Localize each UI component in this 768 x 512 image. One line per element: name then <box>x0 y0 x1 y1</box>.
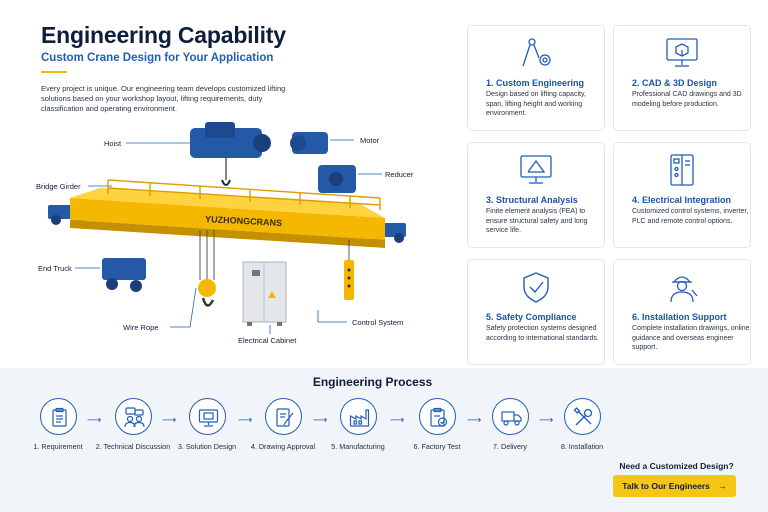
cta-question: Need a Customized Design? <box>619 461 734 471</box>
engineering-process-section: Engineering Process 1. Requirement ⟶ 2. … <box>0 368 768 512</box>
step-delivery-icon-circle <box>492 398 529 435</box>
callout-reducer: Reducer <box>385 170 414 179</box>
cta-button-label: Talk to Our Engineers <box>622 481 710 491</box>
drawing-icon <box>276 408 294 427</box>
card-desc: Design based on lifting capacity, span, … <box>486 91 586 117</box>
step-manufacturing-icon-circle <box>340 398 377 435</box>
callout-electrical-cabinet: Electrical Cabinet <box>238 336 297 345</box>
shield-check-icon <box>523 272 549 303</box>
step-label: 1. Requirement <box>33 442 83 451</box>
intro-text: Every project is unique. Our engineering… <box>41 84 286 113</box>
step-solution-design-icon-circle <box>189 398 226 435</box>
arrow-icon: ⟶ <box>467 415 482 426</box>
page-title: Engineering Capability <box>41 22 286 48</box>
card-desc: Complete installation drawings, online g… <box>632 325 750 351</box>
card-installation-support: 6. Installation Support Complete install… <box>613 259 751 365</box>
analysis-monitor-icon <box>520 155 552 184</box>
talk-to-engineers-button[interactable]: Talk to Our Engineers → <box>613 475 736 497</box>
step-label: 7. Delivery <box>493 442 527 451</box>
page-subtitle: Custom Crane Design for Your Application <box>41 52 274 64</box>
callout-end-truck: End Truck <box>38 264 72 273</box>
arrow-icon: ⟶ <box>539 415 554 426</box>
end-truck-loose <box>102 258 146 292</box>
callout-wire-rope: Wire Rope <box>123 323 159 332</box>
arrow-right-icon: → <box>718 481 727 491</box>
card-structural-analysis: 3. Structural Analysis Finite element an… <box>467 142 605 248</box>
card-title: 4. Electrical Integration <box>632 195 732 205</box>
electrical-cabinet-shape <box>242 261 287 326</box>
clipboard-icon <box>52 407 67 427</box>
process-title: Engineering Process <box>312 375 433 389</box>
checklist-icon <box>430 407 448 427</box>
accent-bar <box>41 71 67 73</box>
discussion-icon <box>124 407 145 428</box>
tools-icon <box>573 407 593 426</box>
brand-text: YUZHONGCRANS <box>205 214 282 228</box>
compass-gear-icon <box>522 38 551 67</box>
step-label: 3. Solution Design <box>177 442 237 451</box>
reducer-unit <box>318 165 356 193</box>
arrow-icon: ⟶ <box>390 415 405 426</box>
card-desc: Finite element analysis (FEA) to ensure … <box>486 208 588 234</box>
arrow-icon: ⟶ <box>313 415 328 426</box>
card-safety-compliance: 5. Safety Compliance Safety protection s… <box>467 259 605 365</box>
card-title: 5. Safety Compliance <box>486 312 577 322</box>
card-title: 2. CAD & 3D Design <box>632 78 718 88</box>
step-installation-icon-circle <box>564 398 601 435</box>
motor-unit <box>290 132 328 154</box>
arrow-icon: ⟶ <box>162 415 177 426</box>
arrow-icon: ⟶ <box>238 415 253 426</box>
step-label: 5. Manufacturing <box>331 442 385 451</box>
control-panel-icon <box>670 154 694 186</box>
card-title: 3. Structural Analysis <box>486 195 578 205</box>
card-cad-3d: 2. CAD & 3D Design Professional CAD draw… <box>613 25 751 131</box>
crane-illustration: YUZHONGCRANS <box>48 122 406 334</box>
callout-control-system: Control System <box>352 318 404 327</box>
callout-motor: Motor <box>360 136 380 145</box>
callout-bridge-girder: Bridge Girder <box>36 182 81 191</box>
card-custom-engineering: 1. Custom Engineering Design based on li… <box>467 25 605 131</box>
hoist-unit <box>190 122 271 186</box>
factory-icon <box>349 409 370 427</box>
pendant-shape <box>344 260 354 300</box>
step-requirement-icon-circle <box>40 398 77 435</box>
card-desc: Professional CAD drawings and 3D modelin… <box>632 91 742 108</box>
monitor-icon <box>198 409 219 427</box>
truck-icon <box>501 411 522 426</box>
card-title: 6. Installation Support <box>632 312 727 322</box>
callout-hoist: Hoist <box>104 139 122 148</box>
engineer-icon <box>670 276 698 303</box>
step-label: 4. Drawing Approval <box>250 442 316 451</box>
step-drawing-approval-icon-circle <box>265 398 302 435</box>
card-desc: Safety protection systems designed accor… <box>486 325 599 342</box>
card-electrical-integration: 4. Electrical Integration Customized con… <box>613 142 751 248</box>
card-title: 1. Custom Engineering <box>486 78 585 88</box>
card-desc: Customized control systems, inverter, PL… <box>632 208 749 225</box>
step-discussion-icon-circle <box>115 398 152 435</box>
arrow-icon: ⟶ <box>87 415 102 426</box>
cad-monitor-icon <box>666 38 698 67</box>
step-label: 2. Technical Discussion <box>95 442 171 451</box>
step-factory-test-icon-circle <box>419 398 456 435</box>
crane-diagram: YUZHONGCRANS <box>0 110 460 365</box>
step-label: 8. Installation <box>560 442 604 451</box>
step-label: 6. Factory Test <box>413 442 461 451</box>
